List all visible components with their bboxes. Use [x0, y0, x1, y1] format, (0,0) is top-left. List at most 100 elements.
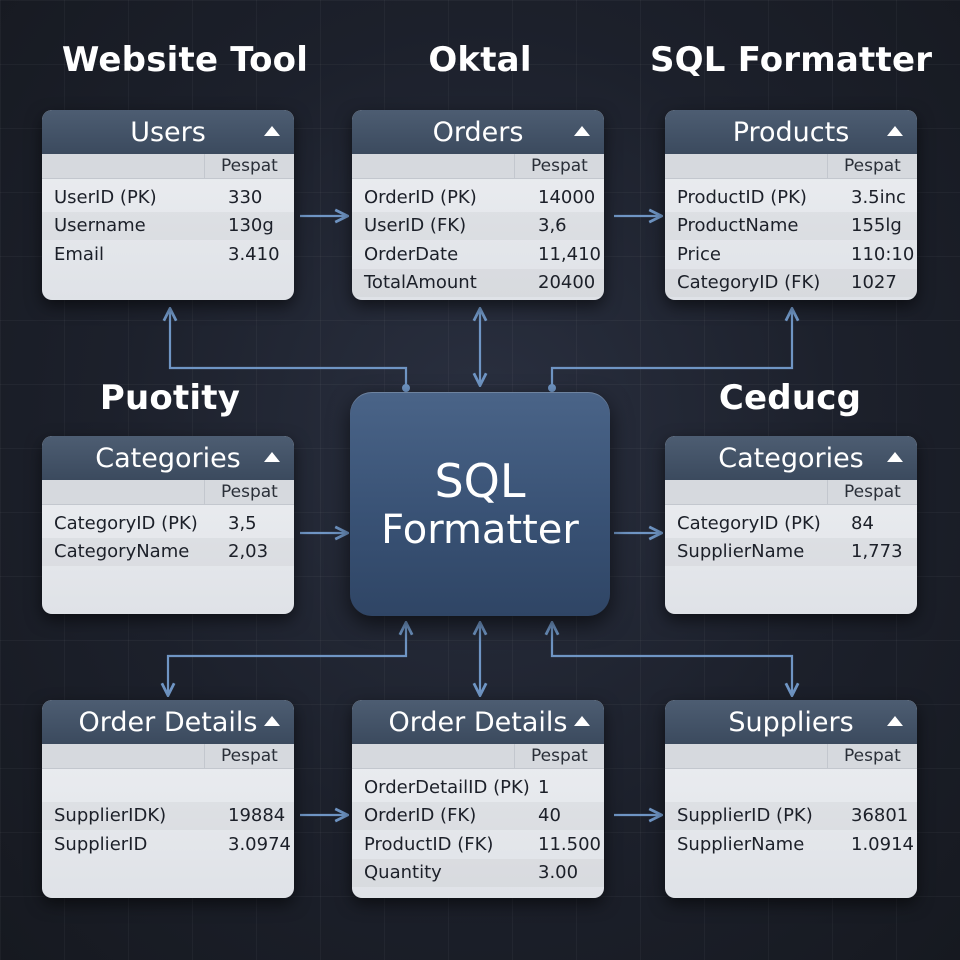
table-column-header: Pespat [42, 744, 294, 769]
table-header[interactable]: Users [42, 110, 294, 154]
table-row[interactable]: SupplierIDK)19884 [42, 802, 294, 831]
field-value: 3.410 [228, 243, 280, 265]
table-column-header: Pespat [665, 480, 917, 505]
field-name: CategoryID (FK) [677, 272, 821, 294]
center-title-line1: SQL [434, 454, 526, 508]
table-row[interactable]: CategoryID (PK) 84 [665, 509, 917, 538]
column-header-value: Pespat [844, 482, 901, 502]
table-header[interactable]: Order Details [352, 700, 604, 744]
collapse-caret-icon[interactable] [264, 452, 280, 462]
table-title: Orders [432, 116, 524, 148]
field-value: 1,773 [851, 541, 903, 563]
table-row[interactable]: UserID (FK) 3,6 [352, 212, 604, 241]
table-row[interactable]: ProductID (FK)11.500 [352, 830, 604, 859]
column-header-key [665, 744, 828, 768]
field-value: 19884 [228, 805, 286, 827]
field-value: 20400 [538, 272, 596, 294]
field-value: 3,5 [228, 512, 257, 534]
table-column-header: Pespat [42, 480, 294, 505]
column-header-key [665, 480, 828, 504]
table-title: Order Details [78, 706, 258, 738]
collapse-caret-icon[interactable] [264, 126, 280, 136]
table-header[interactable]: Products [665, 110, 917, 154]
field-value: 1.0914 [851, 833, 914, 855]
table-row[interactable]: CategoryName 2,03 [42, 538, 294, 567]
table-row[interactable]: UserID (PK)330 [42, 183, 294, 212]
field-name: ProductID (PK) [677, 186, 807, 208]
collapse-caret-icon[interactable] [574, 126, 590, 136]
field-value: 3,6 [538, 215, 567, 237]
field-value: 330 [228, 186, 263, 208]
field-value: 2,03 [228, 541, 269, 563]
table-row[interactable] [665, 773, 917, 802]
column-header-value: Pespat [531, 746, 588, 766]
table-row[interactable]: CategoryID (PK)3,5 [42, 509, 294, 538]
table-row[interactable] [42, 773, 294, 802]
table-row[interactable]: SupplierID (PK) 36801 [665, 802, 917, 831]
sql-formatter-node[interactable]: SQL Formatter [350, 392, 610, 616]
field-name: UserID (FK) [364, 215, 467, 237]
field-name: OrderID (FK) [364, 805, 477, 827]
field-value: 3.00 [538, 862, 579, 884]
field-value: 130g [228, 215, 274, 237]
table-row[interactable]: TotalAmount 20400 [352, 269, 604, 298]
field-value: 1027 [851, 272, 897, 294]
table-row[interactable]: OrderID (FK)40 [352, 802, 604, 831]
field-value: 36801 [851, 805, 909, 827]
field-name: CategoryName [54, 541, 190, 563]
field-value: 11,410 [538, 243, 601, 265]
table-row[interactable]: OrderDetailID (PK)1 [352, 773, 604, 802]
table-column-header: Pespat [665, 744, 917, 769]
table-header[interactable]: Order Details [42, 700, 294, 744]
table-row[interactable]: ProductID (PK)3.5inc [665, 183, 917, 212]
heading-cedugc: Ceducg [718, 378, 862, 418]
field-name: CategoryID (PK) [677, 512, 821, 534]
link-center-users [170, 310, 408, 386]
column-header-key [42, 480, 205, 504]
heading-sql-formatter: SQL Formatter [650, 40, 933, 80]
table-title: Order Details [388, 706, 568, 738]
collapse-caret-icon[interactable] [887, 452, 903, 462]
collapse-caret-icon[interactable] [264, 716, 280, 726]
field-name: ProductID (FK) [364, 833, 494, 855]
table-column-header: Pespat [352, 744, 604, 769]
table-row[interactable]: CategoryID (FK) 1027 [665, 269, 917, 298]
field-value: 84 [851, 512, 874, 534]
column-header-value: Pespat [221, 746, 278, 766]
table-header[interactable]: Categories [42, 436, 294, 480]
collapse-caret-icon[interactable] [887, 126, 903, 136]
table-header[interactable]: Suppliers [665, 700, 917, 744]
column-header-key [42, 744, 205, 768]
heading-oktal: Oktal [428, 40, 532, 80]
table-header[interactable]: Categories [665, 436, 917, 480]
collapse-caret-icon[interactable] [887, 716, 903, 726]
field-name: SupplierID (PK) [677, 805, 813, 827]
table-header[interactable]: Orders [352, 110, 604, 154]
center-title-line2: Formatter [381, 507, 579, 553]
field-name: TotalAmount [364, 272, 477, 294]
table-row[interactable]: OrderID (PK)14000 [352, 183, 604, 212]
collapse-caret-icon[interactable] [574, 716, 590, 726]
column-header-key [42, 154, 205, 178]
table-column-header: Pespat [352, 154, 604, 179]
column-header-key [352, 744, 515, 768]
